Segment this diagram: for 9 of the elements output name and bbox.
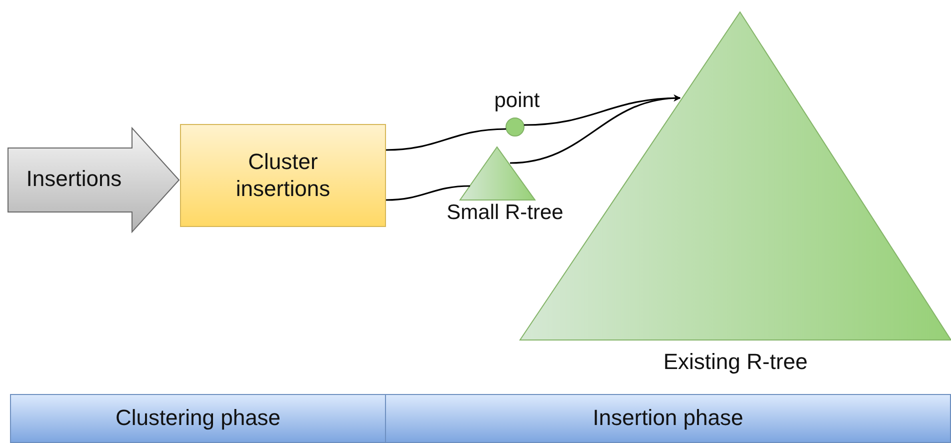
block-arrow — [8, 128, 180, 232]
process-box: Cluster insertions — [180, 124, 386, 227]
node-label: point — [493, 88, 541, 114]
connector-arrow — [510, 94, 681, 164]
node-label: Small R-tree — [446, 200, 564, 226]
node-label: Existing R-tree — [662, 349, 809, 376]
phase-band: Clustering phase — [10, 394, 386, 443]
phase-band: Insertion phase — [385, 394, 951, 443]
node-label: Insertions — [25, 166, 123, 192]
